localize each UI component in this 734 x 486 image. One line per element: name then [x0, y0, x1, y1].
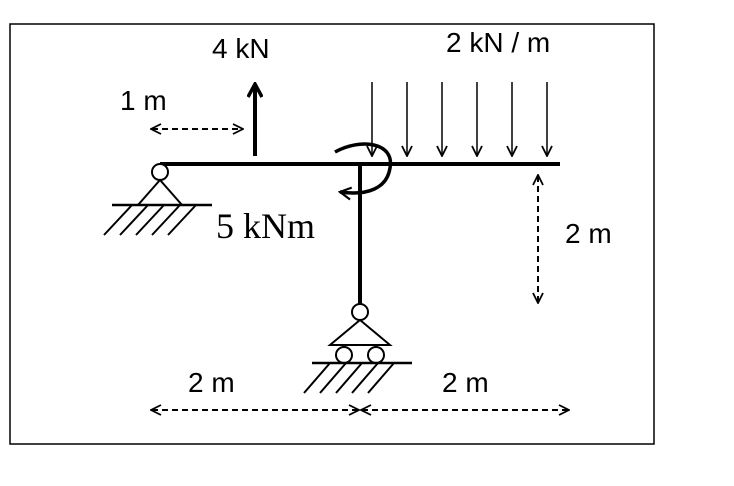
dimension-force-offset-label: 1 m	[120, 85, 167, 116]
point-force-label: 4 kN	[212, 33, 270, 64]
frame-border	[9, 23, 655, 445]
moment-arrow	[334, 142, 393, 193]
roller-support-bottom	[303, 303, 412, 394]
dimension-left-span-label: 2 m	[188, 367, 235, 398]
pin-support-left	[103, 163, 212, 236]
dimension-column-height-label: 2 m	[565, 218, 612, 249]
distributed-load-label: 2 kN / m	[446, 27, 550, 58]
distributed-load-arrows	[372, 82, 547, 155]
dimension-right-span-label: 2 m	[442, 367, 489, 398]
moment-label: 5 kNm	[216, 206, 315, 246]
